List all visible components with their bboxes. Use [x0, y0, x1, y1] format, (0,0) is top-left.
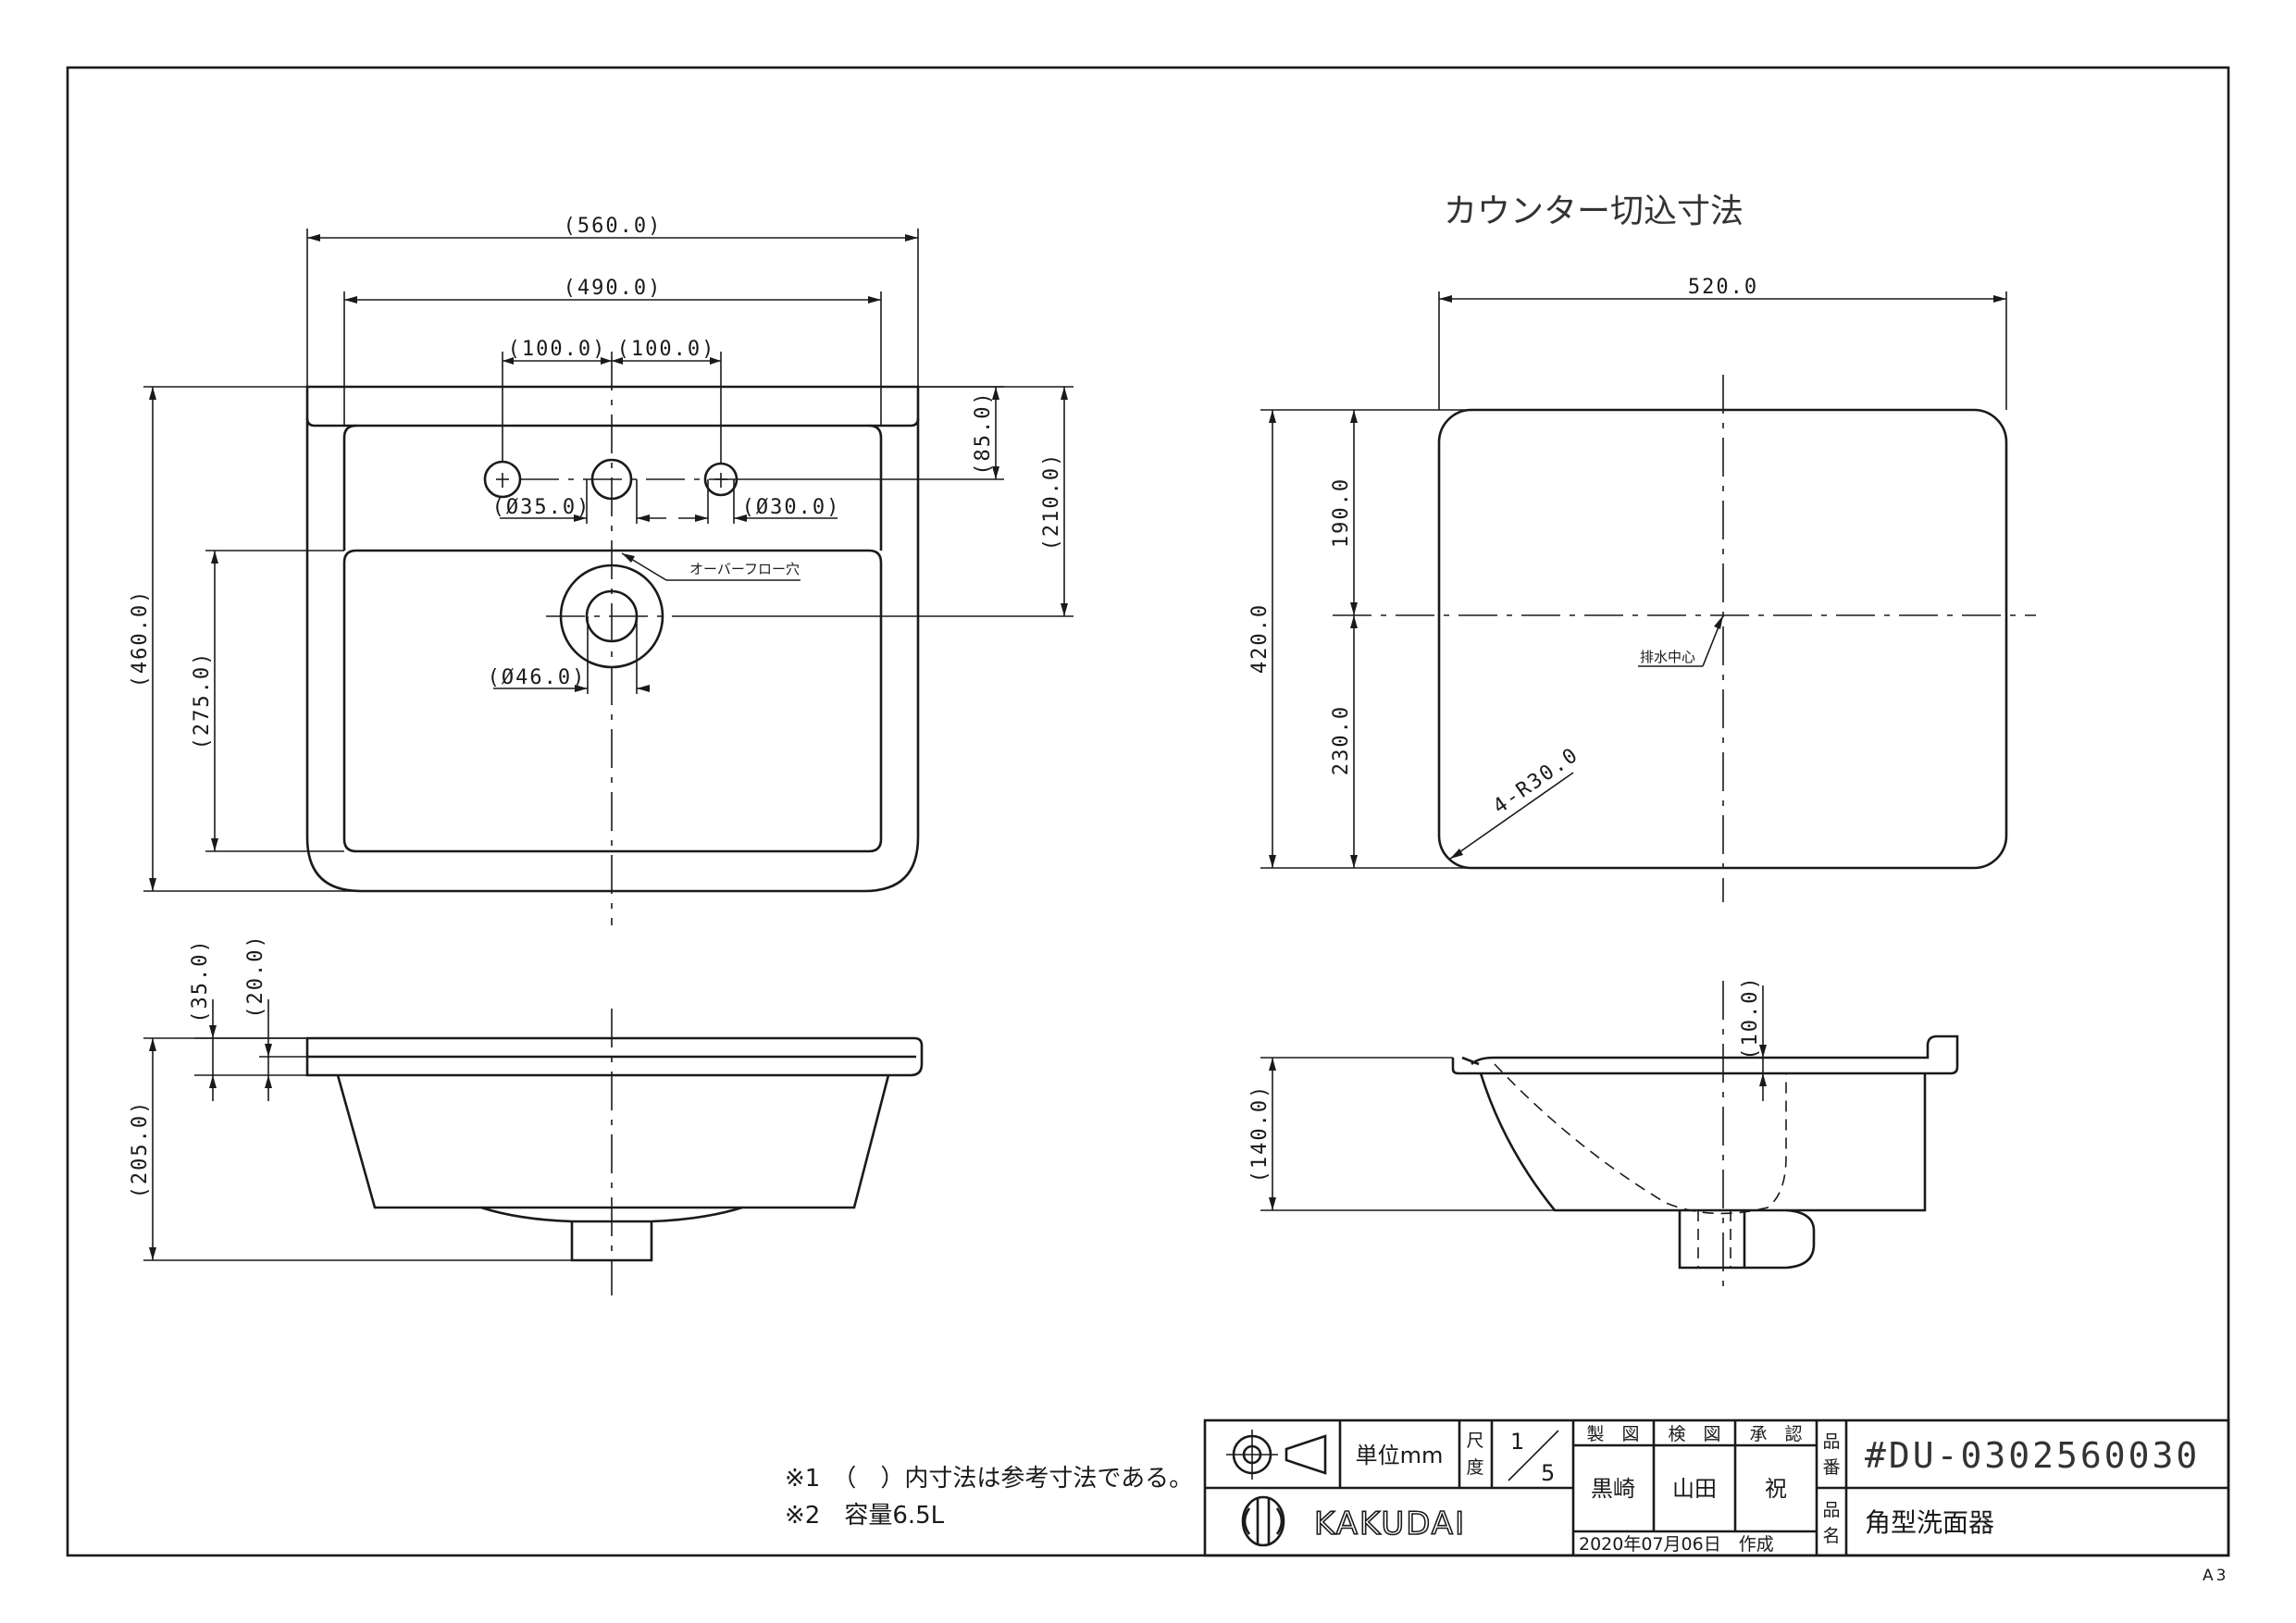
label-drain-center: 排水中心: [1640, 649, 1695, 665]
note-1: ※1 （ ）内寸法は参考寸法である。: [785, 1465, 1193, 1493]
part-no-label-2: 番: [1822, 1457, 1840, 1478]
approved-by-label: 承 認: [1749, 1424, 1802, 1444]
label-overflow: オーバーフロー穴: [689, 561, 800, 577]
counter-cutout-view: 520.0 420.0 190.0 230.0 4-R30.0 排水中心: [1248, 276, 2036, 902]
part-name: 角型洗面器: [1865, 1507, 1994, 1538]
projection-symbol-icon: [1226, 1430, 1327, 1480]
dim-hole-offset: (85.0): [972, 390, 995, 475]
dim-overall-depth: (460.0): [129, 589, 152, 688]
approved-by: 祝: [1765, 1476, 1787, 1502]
side-view-left: (35.0) (20.0) (205.0): [129, 934, 924, 1295]
dim-total-height: (205.0): [129, 1100, 152, 1199]
scale-label-2: 度: [1466, 1457, 1483, 1478]
title-block: 単位mm 尺 度 1 5 製 図 検 図 承 認 黒崎 山田 祝 2020年07…: [1203, 1419, 2230, 1557]
checked-by: 山田: [1672, 1476, 1717, 1502]
dim-cut-upper: 190.0: [1330, 477, 1353, 548]
top-view: [305, 352, 920, 925]
dim-bowl-depth: (275.0): [191, 651, 214, 750]
dim-side-height: (140.0): [1248, 1084, 1272, 1183]
dim-hole-spacing-right: (100.0): [617, 338, 716, 361]
dim-cut-width: 520.0: [1688, 276, 1758, 299]
scale-den: 5: [1541, 1460, 1555, 1486]
side-view-right: (140.0) (10.0): [1248, 975, 1959, 1295]
sheet-size: A3: [2203, 1567, 2228, 1585]
dim-cut-depth: 420.0: [1248, 603, 1272, 674]
counter-cutout-title: カウンター切込寸法: [1444, 192, 1744, 230]
dim-rim-height: (35.0): [189, 938, 212, 1022]
unit-label: 単位mm: [1356, 1443, 1444, 1468]
drawing-frame: [66, 66, 2230, 1557]
dim-rim-thickness: (20.0): [244, 934, 267, 1018]
date: 2020年07月06日 作成: [1579, 1534, 1774, 1555]
company-name: KAKUDAI: [1314, 1505, 1466, 1542]
part-no-label-1: 品: [1822, 1431, 1840, 1452]
dim-side-flange: (10.0): [1739, 975, 1762, 1059]
dim-hole-dia-35: (Ø35.0): [492, 496, 591, 519]
dim-corner-radius: 4-R30.0: [1489, 743, 1583, 819]
drawn-by: 黒崎: [1591, 1476, 1635, 1502]
checked-by-label: 検 図: [1668, 1424, 1720, 1444]
dim-drain-dia: (Ø46.0): [488, 666, 587, 689]
dim-hole-spacing-left: (100.0): [508, 338, 607, 361]
note-2: ※2 容量6.5L: [785, 1502, 945, 1530]
part-number: #DU-0302560030: [1865, 1435, 2200, 1476]
part-name-label-1: 品: [1822, 1500, 1840, 1520]
dim-hole-dia-30: (Ø30.0): [742, 496, 841, 519]
dim-drain-offset: (210.0): [1040, 452, 1063, 551]
drawn-by-label: 製 図: [1586, 1424, 1639, 1444]
scale-label-1: 尺: [1466, 1431, 1483, 1451]
dim-bowl-width: (490.0): [564, 277, 663, 300]
dim-overall-width: (560.0): [564, 215, 663, 238]
dim-cut-lower: 230.0: [1330, 705, 1353, 775]
part-name-label-2: 名: [1822, 1526, 1840, 1546]
top-view-dimensions: (560.0) (490.0) (100.0) (100.0) (460.0) …: [129, 215, 1074, 892]
scale-num: 1: [1510, 1429, 1524, 1455]
company-logo: KAKUDAI: [1241, 1495, 1466, 1547]
